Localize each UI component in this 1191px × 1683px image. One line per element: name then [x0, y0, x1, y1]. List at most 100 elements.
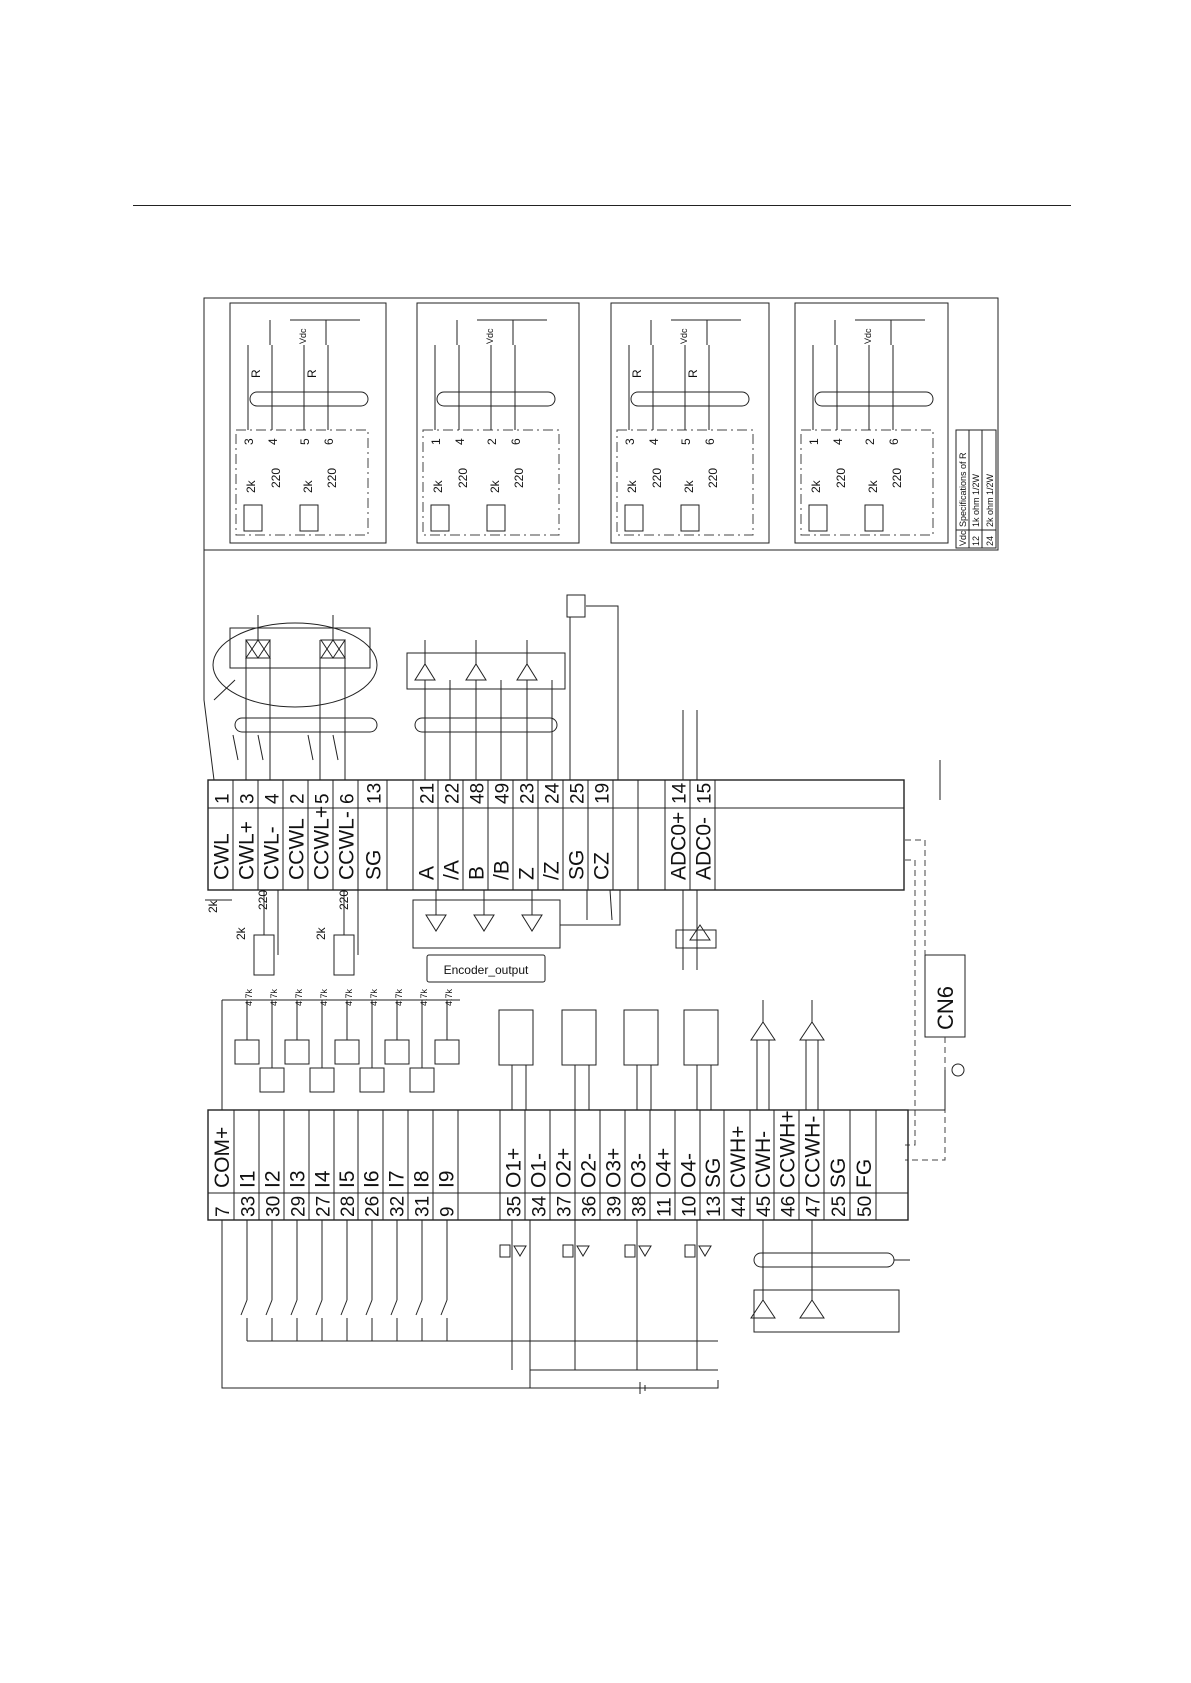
supply-vdc: Vdc — [679, 328, 689, 344]
inset-pin: 4 — [647, 438, 661, 445]
signal-label: /Z — [541, 861, 564, 880]
pin-number: 19 — [593, 783, 614, 804]
pin-number: 27 — [314, 1196, 335, 1217]
pin-number: 35 — [505, 1196, 526, 1217]
resistor-2k: 2k — [431, 479, 445, 493]
signal-label: O3- — [628, 1153, 651, 1188]
resistor-4.7k: 4.7k — [369, 988, 379, 1006]
pin-number: 49 — [493, 783, 514, 804]
signal-label: I8 — [411, 1170, 434, 1188]
cn1-lower-connector: COM+7I133I230I329I427I528I626I732I831I99… — [207, 1109, 909, 1221]
signal-label: CWL+ — [236, 821, 259, 880]
inset-pin: 3 — [623, 438, 637, 445]
pin-number: 25 — [829, 1196, 850, 1217]
pin-number: 32 — [388, 1196, 409, 1217]
resistor-220: 220 — [890, 468, 904, 488]
pin-number: 44 — [729, 1195, 750, 1217]
spec-table-title: Specifications of R — [958, 452, 968, 527]
inset-pin: 5 — [679, 438, 693, 445]
supply-vdc: Vdc — [863, 328, 873, 344]
signal-label: CWH+ — [727, 1126, 750, 1188]
pin-number: 33 — [239, 1196, 260, 1217]
signal-label: /B — [491, 860, 514, 880]
pin-number: 48 — [468, 783, 489, 804]
signal-label: I4 — [312, 1170, 335, 1188]
inset-pin: 3 — [242, 438, 256, 445]
resistor-2k-b: 2k — [234, 926, 248, 940]
signal-label: ADC0- — [693, 817, 716, 880]
resistor-2k-a: 2k — [206, 899, 220, 913]
pin-number: 9 — [438, 1206, 459, 1217]
pin-number: 2 — [288, 793, 309, 804]
pin-number: 6 — [338, 793, 359, 804]
pin-number: 4 — [263, 793, 284, 804]
spec-row-1-r: 1k ohm 1/2W — [971, 473, 981, 527]
cn6-label: CN6 — [933, 986, 958, 1030]
resistor-4.7k: 4.7k — [444, 988, 454, 1006]
signal-label: CCWL — [286, 818, 309, 880]
pin-number: 1 — [213, 793, 234, 804]
pin-number: 13 — [365, 783, 386, 804]
encoder-output-label: Encoder_output — [444, 963, 529, 977]
pin-number: 29 — [289, 1196, 310, 1217]
inset-pin: 6 — [509, 438, 523, 445]
signal-label: I5 — [336, 1170, 359, 1188]
inset-pin: 4 — [453, 438, 467, 445]
signal-label: I7 — [386, 1170, 409, 1188]
spec-row-2-vdc: 24 — [985, 536, 995, 546]
resistor-220-a: 220 — [256, 890, 270, 910]
resistor-4.7k: 4.7k — [419, 988, 429, 1006]
pin-number: 24 — [543, 782, 564, 804]
signal-label: I3 — [287, 1170, 310, 1188]
resistor-2k: 2k — [866, 479, 880, 493]
resistor-2k: 2k — [488, 479, 502, 493]
resistor-220: 220 — [325, 468, 339, 488]
signal-label: CWL — [211, 833, 234, 880]
resistor-2k-c: 2k — [314, 926, 328, 940]
signal-label: SG — [827, 1158, 850, 1188]
signal-label: B — [466, 866, 489, 880]
encoder-output-box — [426, 954, 546, 983]
pin-number: 37 — [555, 1196, 576, 1217]
resistor-2k: 2k — [244, 479, 258, 493]
signal-label: O4+ — [653, 1148, 676, 1188]
signal-label: O3+ — [603, 1148, 626, 1188]
signal-label: /A — [441, 860, 464, 880]
signal-label: I2 — [262, 1170, 285, 1188]
cn1-upper-connector: 1CWL3CWL+4CWL-2CCWL5CCWL+6CCWL-13SG21A22… — [207, 779, 905, 891]
inset-pin: 1 — [807, 438, 821, 445]
spec-table: Specifications of R Vdc 12 1k ohm 1/2W 2… — [955, 429, 997, 549]
signal-label: CCWL+ — [311, 806, 334, 880]
pin-number: 34 — [530, 1195, 551, 1217]
inset-pin: 6 — [322, 438, 336, 445]
signal-label: CWL- — [261, 826, 284, 880]
inset-pin: 2 — [485, 438, 499, 445]
signal-label: Z — [516, 867, 539, 880]
header-rule — [133, 205, 1071, 206]
inset-pin: 6 — [703, 438, 717, 445]
pin-number: 15 — [695, 783, 716, 804]
resistor-4.7k: 4.7k — [394, 988, 404, 1006]
signal-label: CCWH+ — [777, 1110, 800, 1188]
resistor-2k: 2k — [301, 479, 315, 493]
pin-number: 25 — [568, 783, 589, 804]
supply-vdc: Vdc — [485, 328, 495, 344]
resistor-220-b: 220 — [337, 890, 351, 910]
signal-label: CWH- — [752, 1131, 775, 1188]
inset-pin: 4 — [266, 438, 280, 445]
spec-row-2-r: 2k ohm 1/2W — [985, 473, 995, 527]
signal-label: FG — [853, 1159, 876, 1188]
signal-label: I1 — [237, 1170, 260, 1188]
cn6-connector: CN6 — [905, 839, 966, 1161]
pin-number: 13 — [704, 1196, 725, 1217]
pin-number: 7 — [213, 1206, 234, 1217]
pin-number: 5 — [313, 793, 334, 804]
signal-label: SG — [566, 850, 589, 880]
signal-label: ADC0+ — [668, 812, 691, 880]
encoder-wiring: Encoder_output 2k 2k 220 2k 220 — [205, 890, 717, 983]
inset-pin: 5 — [298, 438, 312, 445]
pin-number: 50 — [855, 1196, 876, 1217]
